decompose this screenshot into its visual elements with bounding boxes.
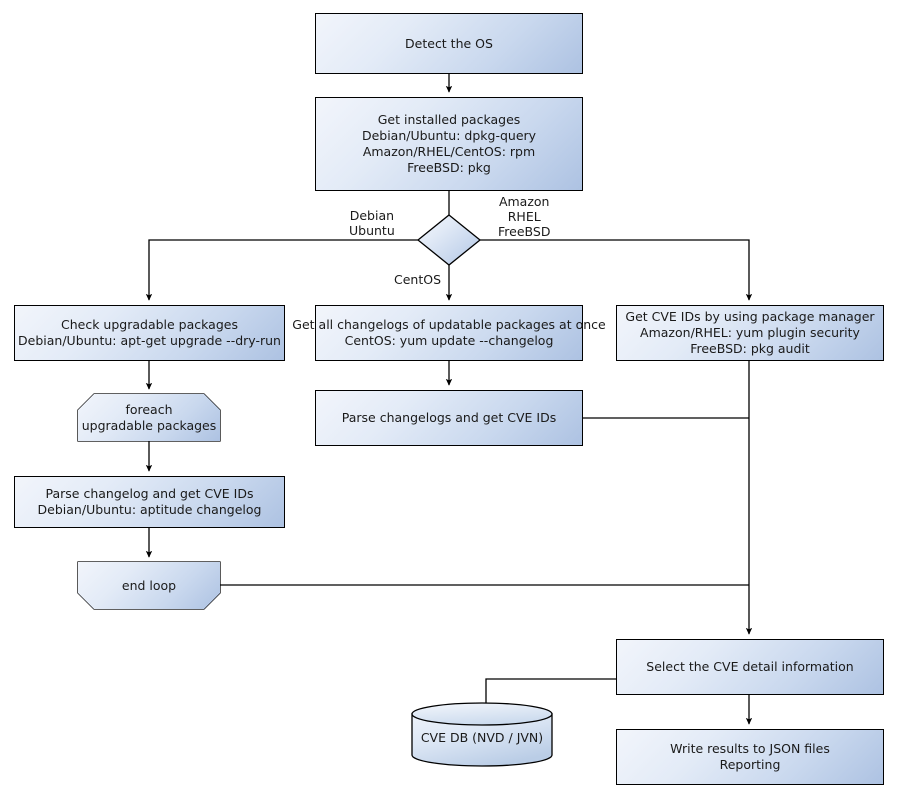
node-cve-db-label: CVE DB (NVD / JVN) [420,730,544,745]
node-cve-db[interactable]: CVE DB (NVD / JVN) [412,703,552,766]
node-get-all-changelogs[interactable]: Get all changelogs of updatable packages… [292,305,606,361]
edge-decision-to-get-cve-ids [480,239,753,301]
node-get-all-changelogs-label: Get all changelogs of updatable packages… [292,317,606,348]
node-select-cve-detail-label: Select the CVE detail information [646,659,854,674]
edge-decision-to-check-upgradable [145,239,418,301]
node-end-loop[interactable]: end loop [78,562,220,609]
node-select-cve-detail[interactable]: Select the CVE detail information [616,639,884,695]
node-end-loop-label: end loop [121,577,177,593]
node-detect-os[interactable]: Detect the OS [315,13,583,74]
os-decision-diamond [416,214,482,266]
node-parse-changelogs-get-cve-ids[interactable]: Parse changelogs and get CVE IDs [315,390,583,446]
node-detect-os-label: Detect the OS [405,35,493,51]
edge-label-centos: CentOS [394,272,442,287]
node-parse-changelogs-get-cve-ids-label: Parse changelogs and get CVE IDs [341,410,557,425]
